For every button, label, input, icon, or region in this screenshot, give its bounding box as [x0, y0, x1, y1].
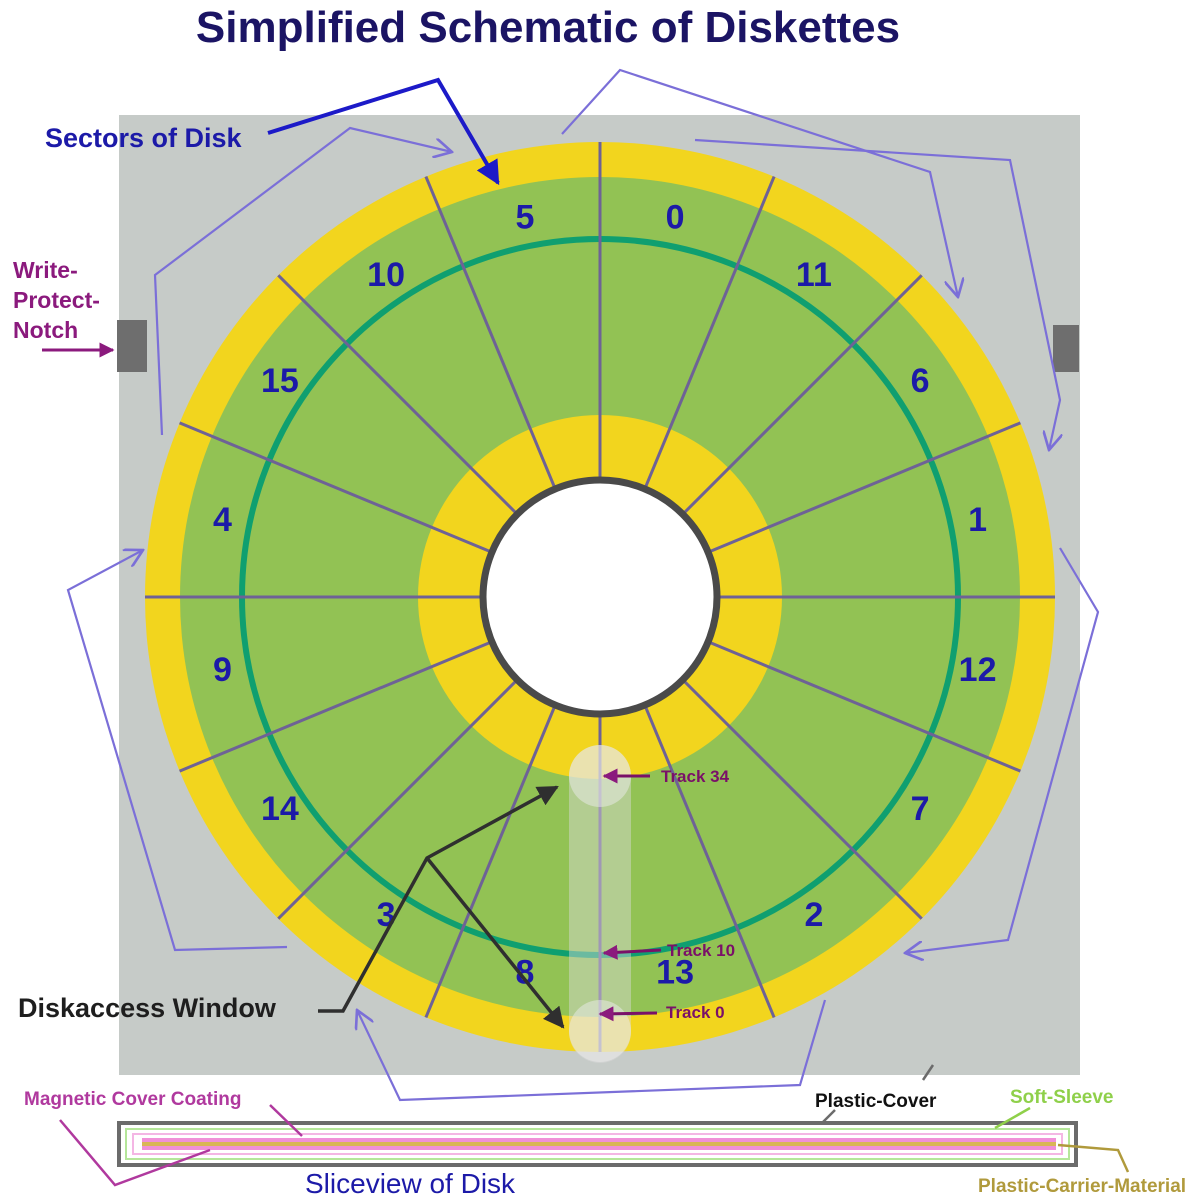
slice-sleeve-inner [132, 1133, 1063, 1155]
write-protect-label-2: Protect- [13, 287, 100, 313]
sector-number: 6 [911, 362, 930, 400]
sector-line [424, 176, 557, 490]
rotation-arrow-right-upper [694, 138, 1060, 450]
sector-line [707, 421, 1021, 554]
slice-magnetic-coating-bottom [142, 1146, 1056, 1150]
sector-number: 4 [213, 501, 232, 539]
plastic-cover-label: Plastic-Cover [815, 1091, 937, 1112]
slice-view [117, 1121, 1078, 1167]
magnetic-cover-coating-label: Magnetic Cover Coating [24, 1089, 241, 1110]
sector-line [681, 678, 923, 920]
sector-number: 9 [213, 651, 232, 689]
sectors-pointer-arrow [267, 77, 500, 186]
slice-carrier [142, 1142, 1056, 1146]
slice-soft-sleeve [125, 1128, 1070, 1160]
sector-line [179, 421, 493, 554]
sector-number: 15 [261, 362, 299, 400]
write-protect-label-3: Notch [13, 317, 78, 343]
disk-access-window [569, 745, 631, 1063]
slice-magnetic-coating-top [142, 1138, 1056, 1142]
sector-number: 10 [367, 256, 405, 294]
soft-sleeve-label: Soft-Sleeve [1010, 1087, 1113, 1108]
sector-number: 12 [959, 651, 997, 689]
rotation-arrow-top-right [561, 68, 958, 297]
magnetic-pointer-bottom [59, 1119, 211, 1187]
rotation-arrows [66, 68, 1100, 1102]
sector-number: 11 [796, 256, 832, 294]
sector-line [424, 704, 557, 1018]
sector-line [707, 640, 1021, 773]
right-notch [1053, 325, 1079, 372]
sector-line [277, 274, 519, 516]
rotation-arrow-bottom [357, 999, 827, 1102]
sector-numbers: 0 11 6 1 12 7 2 13 8 3 14 9 4 15 10 5 [213, 198, 997, 991]
sector-line [179, 640, 493, 773]
window-arrow-bottom [425, 856, 565, 1029]
soft-sleeve-pointer [994, 1106, 1031, 1130]
sector-number: 14 [261, 790, 299, 828]
rotation-arrow-right-lower [905, 547, 1100, 953]
sector-line [277, 678, 519, 920]
plastic-carrier-material-label: Plastic-Carrier-Material [978, 1176, 1186, 1197]
track-34-label: Track 34 [661, 767, 730, 786]
write-protect-label-1: Write- [13, 257, 78, 283]
magnetic-pointer-top [269, 1104, 303, 1137]
sector-number: 0 [666, 198, 685, 236]
write-protect-notch [117, 320, 147, 372]
diagram-title: Simplified Schematic of Diskettes [196, 3, 900, 52]
sectors-of-disk-label: Sectors of Disk [45, 123, 243, 153]
hub-hole [479, 476, 721, 718]
plastic-cover-pointer [822, 1109, 836, 1123]
sector-number: 5 [515, 198, 534, 236]
diskaccess-window-label: Diskaccess Window [18, 993, 277, 1023]
rotation-arrow-left-lower [66, 550, 288, 952]
sector-number: 2 [804, 896, 823, 934]
plastic-carrier-pointer [1057, 1143, 1130, 1173]
sector-line [643, 176, 776, 490]
window-bottom-highlight [569, 1000, 631, 1062]
track-0-arrow [598, 1006, 658, 1022]
sector-line [643, 704, 776, 1018]
track-10-arrow [602, 944, 662, 960]
rotation-arrow-left-upper [153, 126, 452, 436]
track-10-label: Track 10 [667, 941, 735, 960]
sector-number: 7 [911, 790, 930, 828]
sector-line [681, 274, 923, 516]
sector-number: 13 [656, 954, 694, 992]
window-top-highlight [569, 745, 631, 807]
track-0-label: Track 0 [666, 1003, 725, 1022]
sector-number: 3 [377, 896, 396, 934]
plastic-cover-tick [921, 1064, 935, 1081]
sector-number: 8 [515, 954, 534, 992]
sector-number: 1 [968, 501, 987, 539]
sliceview-label: Sliceview of Disk [305, 1168, 516, 1199]
window-arrow-top [318, 785, 559, 1013]
